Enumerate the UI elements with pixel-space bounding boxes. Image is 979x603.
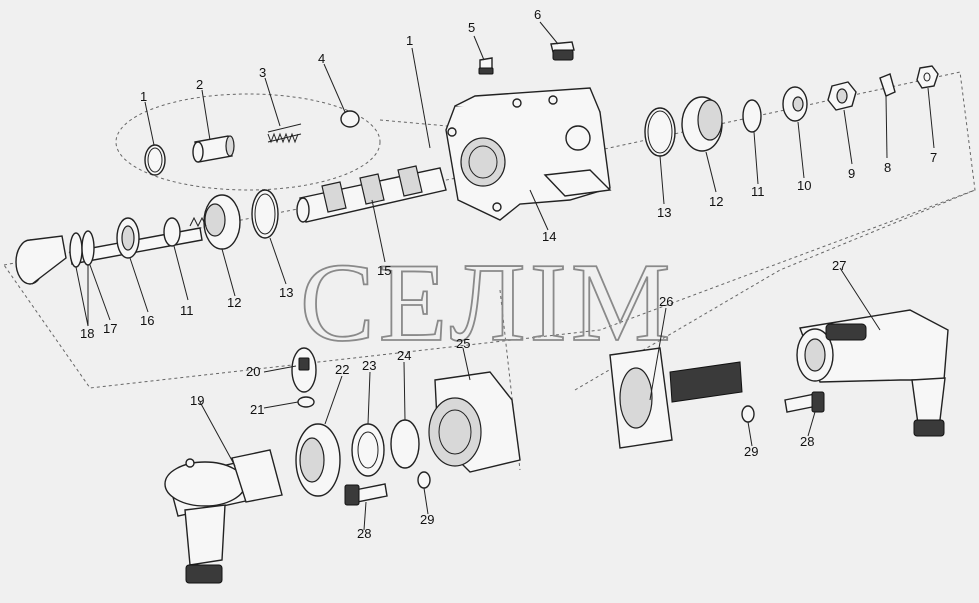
part-22-ring xyxy=(295,423,341,497)
callout-27: 27 xyxy=(832,258,846,273)
callout-20: 20 xyxy=(246,364,260,379)
part-28-bolt-right xyxy=(784,391,825,413)
part-24-oring xyxy=(390,419,420,469)
part-3-spring xyxy=(267,123,302,144)
callout-17: 17 xyxy=(103,321,117,336)
callout-6: 6 xyxy=(534,7,541,22)
callout-12-right: 12 xyxy=(709,194,723,209)
part-25-flange xyxy=(428,371,521,473)
callout-18: 18 xyxy=(80,326,94,341)
part-13-oring-left xyxy=(251,189,279,239)
inset-ellipse xyxy=(115,93,381,191)
watermark-text: СЕЛІМ xyxy=(300,241,674,365)
part-7-nut xyxy=(916,65,939,89)
callout-13-left: 13 xyxy=(279,285,293,300)
part-11-ring xyxy=(163,217,181,247)
callout-1-housing: 1 xyxy=(406,33,413,48)
callout-25: 25 xyxy=(456,336,470,351)
callout-3: 3 xyxy=(259,65,266,80)
part-27-tie-rod-end xyxy=(796,309,949,437)
callout-29-right: 29 xyxy=(744,444,758,459)
callout-5: 5 xyxy=(468,20,475,35)
callout-19: 19 xyxy=(190,393,204,408)
part-1-seal-ring xyxy=(144,144,166,176)
part-5-plug xyxy=(478,57,494,75)
callout-24: 24 xyxy=(397,348,411,363)
callout-14: 14 xyxy=(542,229,556,244)
callout-4: 4 xyxy=(318,51,325,66)
part-29-washer-right xyxy=(741,405,755,423)
part-13-oring-right xyxy=(644,107,676,157)
part-12-bushing-left xyxy=(189,194,241,250)
part-26-flange-tube xyxy=(609,347,743,449)
callout-15: 15 xyxy=(377,263,391,278)
part-20-screw xyxy=(291,347,317,393)
part-29-washer-left xyxy=(417,471,431,489)
part-19-ball-joint xyxy=(164,449,283,584)
callout-11-left: 11 xyxy=(180,303,194,318)
callout-13-right: 13 xyxy=(657,205,671,220)
callout-7: 7 xyxy=(930,150,937,165)
part-21-washer xyxy=(297,396,315,408)
part-28-bolt-left xyxy=(344,483,388,506)
part-14-housing xyxy=(445,87,612,221)
part-2-sleeve xyxy=(192,135,235,163)
callout-labels: 1 2 3 4 1 5 6 7 8 9 10 11 12 13 14 15 13… xyxy=(80,7,937,541)
part-9-nut xyxy=(827,81,857,111)
part-4-ball xyxy=(340,110,360,128)
part-12-bushing-right xyxy=(681,96,723,152)
leader-lines xyxy=(75,21,935,531)
part-6-plug xyxy=(550,41,575,61)
part-15-spool xyxy=(296,165,447,223)
callout-28-right: 28 xyxy=(800,434,814,449)
callout-26: 26 xyxy=(659,294,673,309)
callout-29-left: 29 xyxy=(420,512,434,527)
callout-9: 9 xyxy=(848,166,855,181)
part-11-ring-right xyxy=(742,99,762,133)
callout-8: 8 xyxy=(884,160,891,175)
callout-28-left: 28 xyxy=(357,526,371,541)
callout-11-right: 11 xyxy=(751,184,765,199)
callout-23: 23 xyxy=(362,358,376,373)
part-16-collar xyxy=(116,217,140,259)
part-10-washer xyxy=(782,86,808,122)
callout-2: 2 xyxy=(196,77,203,92)
part-23-seal xyxy=(351,423,385,477)
callout-21: 21 xyxy=(250,402,264,417)
callout-1: 1 xyxy=(140,89,147,104)
callout-22: 22 xyxy=(335,362,349,377)
callout-10: 10 xyxy=(797,178,811,193)
callout-16: 16 xyxy=(140,313,154,328)
part-8-lockwasher xyxy=(879,73,896,97)
callout-12-left: 12 xyxy=(227,295,241,310)
